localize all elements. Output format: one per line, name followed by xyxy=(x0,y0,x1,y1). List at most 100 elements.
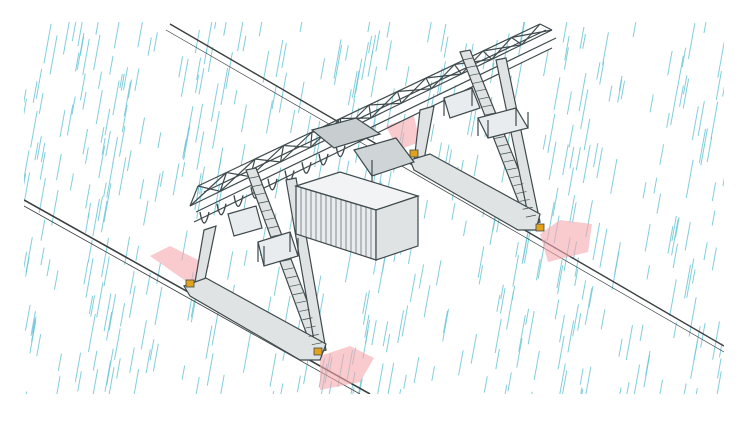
rain-streak xyxy=(124,236,131,265)
rain-streak xyxy=(556,259,563,289)
rain-streak xyxy=(139,117,146,145)
truss-post xyxy=(219,172,228,192)
rain-streak xyxy=(495,349,500,370)
rain-streak xyxy=(557,265,564,295)
rain-streak xyxy=(368,35,373,54)
rain-streak xyxy=(24,172,31,201)
rain-streak xyxy=(147,37,152,56)
rain-streak xyxy=(106,162,114,198)
rain-streak xyxy=(442,308,449,342)
truss-diagonal xyxy=(491,37,512,60)
rain-streak xyxy=(82,128,89,155)
rain-streak xyxy=(196,173,202,195)
rain-streak xyxy=(620,80,626,100)
rain-streak xyxy=(207,47,214,72)
rain-streak xyxy=(96,282,104,318)
sensor-zone-front-right xyxy=(320,346,374,390)
rain-streak xyxy=(24,98,27,116)
rain-streak xyxy=(518,314,526,352)
rain-streak xyxy=(38,178,46,213)
rain-streak xyxy=(585,366,592,394)
rain-streak xyxy=(35,394,39,417)
ladder-rung xyxy=(475,88,486,92)
rain-streak xyxy=(467,109,473,135)
platform-right xyxy=(477,107,529,139)
rain-streak xyxy=(531,395,536,422)
rain-streak xyxy=(711,182,717,202)
rain-streak xyxy=(242,333,252,373)
ladder-rung xyxy=(255,192,266,196)
ladder-rung xyxy=(497,144,508,147)
rain-streak xyxy=(722,86,724,97)
rain-streak xyxy=(56,376,61,394)
rain-streak xyxy=(76,32,85,70)
rain-streak xyxy=(40,219,46,241)
girder-truss xyxy=(189,23,553,207)
rain-streak xyxy=(626,381,630,394)
ladder-rung xyxy=(267,225,279,229)
truss-post xyxy=(189,185,199,207)
rain-streak xyxy=(119,74,123,89)
rain-streak xyxy=(518,22,526,56)
rain-streak xyxy=(345,396,348,414)
rain-streak xyxy=(273,266,280,296)
rain-streak xyxy=(181,365,186,380)
rain-streak xyxy=(404,66,410,86)
rain-streak xyxy=(30,110,38,148)
rain-streak xyxy=(262,50,270,83)
rain-streak xyxy=(205,22,213,54)
rain-streak xyxy=(145,349,151,374)
rain-streak xyxy=(153,32,158,52)
rain-streak xyxy=(157,132,162,148)
spreader-frame xyxy=(353,137,415,177)
ladder-rung xyxy=(472,81,483,84)
rain-streak xyxy=(114,328,121,360)
rain-streak xyxy=(385,40,392,71)
rain-streak xyxy=(180,58,189,97)
trolley-top xyxy=(310,117,382,149)
rain-streak xyxy=(237,22,244,52)
left-sill-beam xyxy=(183,277,327,361)
rain-streak xyxy=(272,391,275,394)
proximity-sensor-icon xyxy=(185,279,195,288)
rain-streak xyxy=(103,183,112,223)
rain-streak xyxy=(610,159,618,194)
ladder-rung xyxy=(485,112,496,116)
rain-streak xyxy=(617,79,623,103)
rain-streak xyxy=(97,71,103,89)
rain-streak xyxy=(220,374,225,394)
rain-streak xyxy=(40,142,46,163)
rain-streak xyxy=(676,55,684,89)
rain-streak xyxy=(559,315,565,343)
rain-streak xyxy=(683,383,687,394)
rain-streak xyxy=(82,38,90,75)
rain-streak xyxy=(87,202,92,218)
rain-streak xyxy=(304,115,312,146)
rain-streak xyxy=(220,67,229,105)
rain-streak xyxy=(31,318,36,334)
rain-streak xyxy=(100,126,105,143)
rain-streak xyxy=(728,301,735,339)
festoon-loop xyxy=(216,203,227,216)
rain-streak xyxy=(206,353,214,386)
rain-streak xyxy=(564,35,570,61)
rain-streak xyxy=(738,96,742,121)
rain-streak xyxy=(473,154,479,177)
proximity-sensors xyxy=(185,149,545,356)
rain-streak xyxy=(320,58,326,80)
rain-streak xyxy=(74,352,82,383)
rain-streak xyxy=(599,228,608,268)
rain-streak xyxy=(734,267,737,285)
rain-streak xyxy=(196,187,203,219)
rain-streak xyxy=(371,320,377,346)
rain-streak xyxy=(571,202,577,223)
rain-streak xyxy=(681,47,687,68)
rain-streak xyxy=(152,343,159,372)
rain-streak xyxy=(112,136,119,165)
rain-streak xyxy=(458,350,464,376)
rain-streak xyxy=(25,391,28,394)
rain-streak xyxy=(494,318,502,354)
rain-streak xyxy=(440,23,447,52)
ladder-rung xyxy=(296,300,307,304)
rain-streak xyxy=(350,99,355,120)
